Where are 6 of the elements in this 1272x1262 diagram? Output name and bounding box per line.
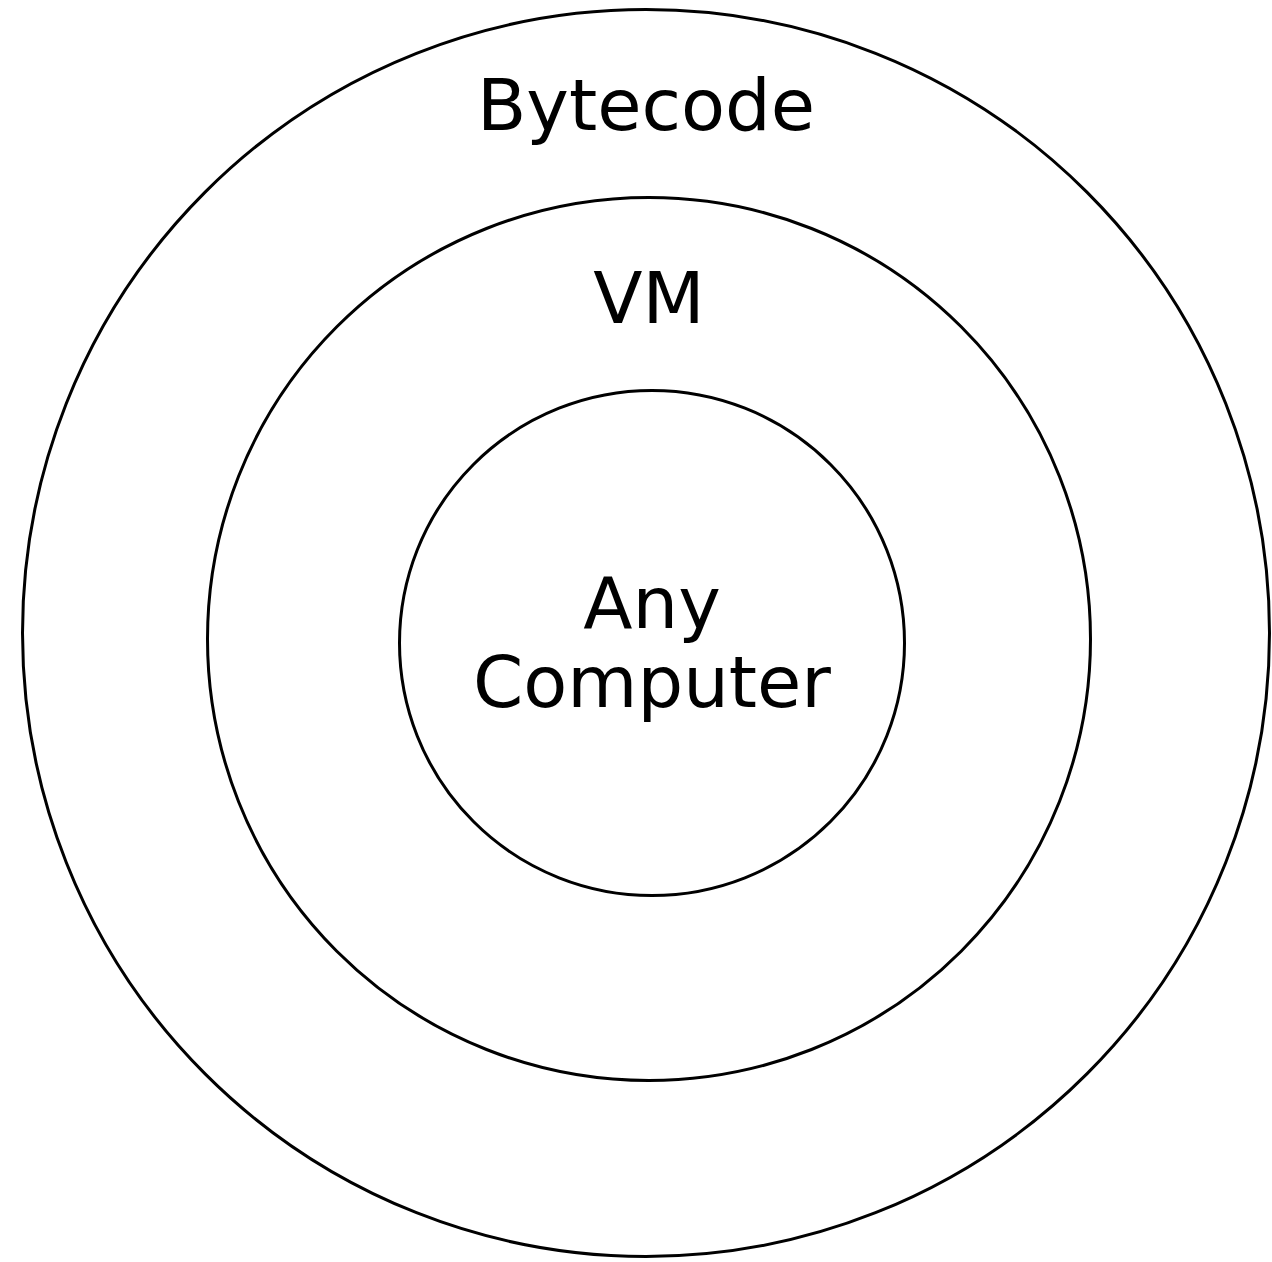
layer-circle	[398, 389, 906, 897]
layer-label: Bytecode	[475, 66, 817, 146]
layer-circle	[21, 8, 1271, 1258]
layer-label: Any Computer	[472, 563, 832, 723]
layer-label: VM	[592, 259, 706, 339]
layer-circle	[206, 196, 1092, 1082]
